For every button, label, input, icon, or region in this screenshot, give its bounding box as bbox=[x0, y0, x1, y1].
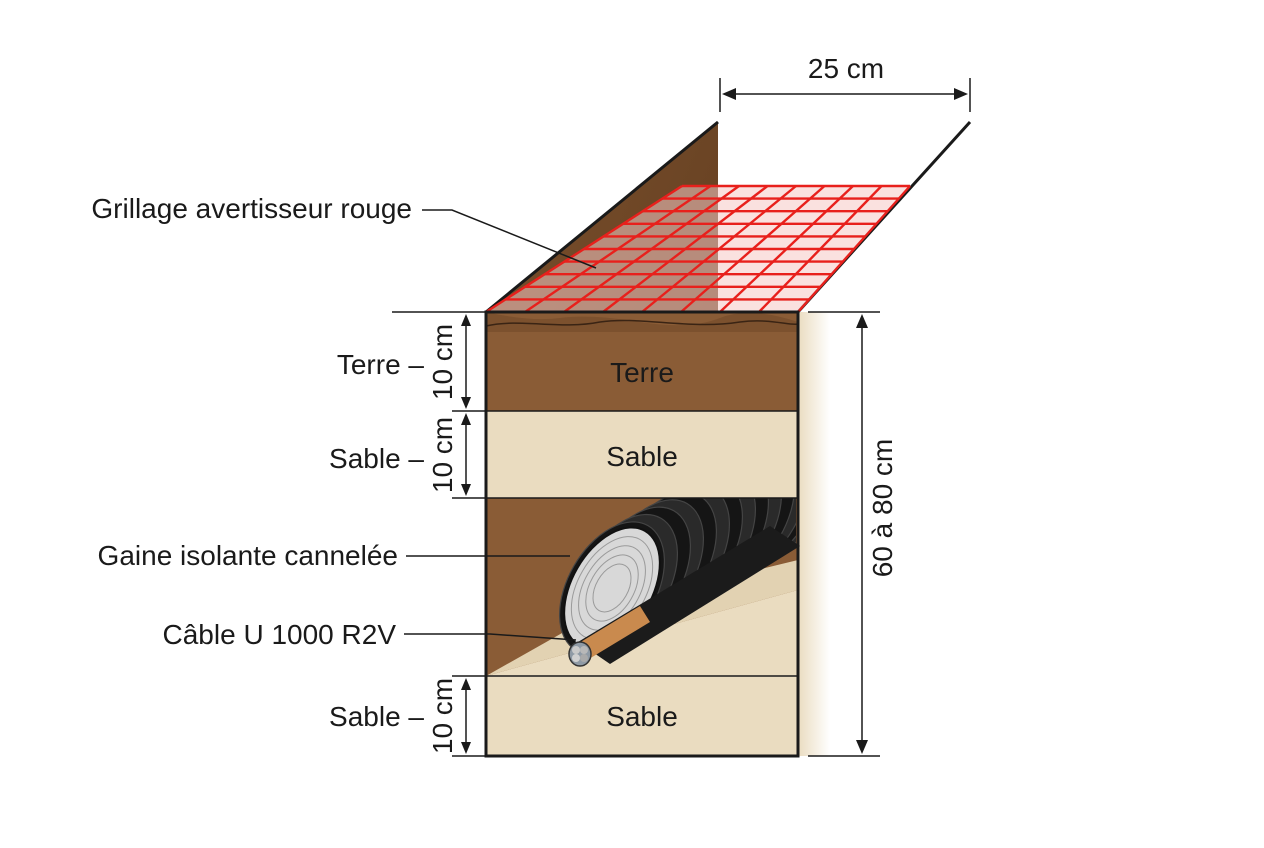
cable-u1000-r2v bbox=[568, 526, 800, 667]
height-label-terre: 10 cm bbox=[427, 324, 458, 400]
dimension-width: 25 cm bbox=[719, 53, 971, 112]
callout-leaders bbox=[404, 209, 597, 641]
grillage-line bbox=[602, 185, 769, 313]
dimension-depth: 60 à 80 cm bbox=[808, 311, 898, 757]
layer-sable-top bbox=[486, 411, 798, 498]
trench-outline bbox=[484, 310, 800, 758]
callout-terre: Terre – bbox=[337, 349, 425, 380]
grillage-line bbox=[485, 184, 683, 314]
grillage-line bbox=[797, 185, 911, 313]
dimension-left: 10 cm 10 cm 10 cm bbox=[392, 311, 486, 757]
callout-sable-bottom: Sable – bbox=[329, 701, 424, 732]
grillage-line bbox=[719, 185, 854, 313]
gaine-inner-ring bbox=[578, 545, 646, 631]
gaine-inner-ring bbox=[585, 554, 639, 622]
layer-sable-bottom bbox=[486, 676, 798, 756]
depth-label: 60 à 80 cm bbox=[867, 439, 898, 578]
grillage-line bbox=[758, 185, 883, 313]
grillage-line bbox=[680, 185, 826, 313]
callout-grillage: Grillage avertisseur rouge bbox=[91, 193, 412, 224]
height-label-sable-bottom: 10 cm bbox=[427, 678, 458, 754]
grillage-line bbox=[563, 185, 740, 313]
gaine-inner-ring bbox=[592, 563, 632, 613]
trench-side-shade bbox=[798, 312, 830, 756]
height-label-sable-top: 10 cm bbox=[427, 417, 458, 493]
callout-gaine: Gaine isolante cannelée bbox=[98, 540, 398, 571]
grillage-line bbox=[641, 185, 797, 313]
layer-label-sable-bottom: Sable bbox=[606, 701, 678, 732]
width-label: 25 cm bbox=[808, 53, 884, 84]
grillage-line bbox=[524, 185, 712, 313]
callout-cable: Câble U 1000 R2V bbox=[163, 619, 397, 650]
layer-terre bbox=[485, 312, 799, 411]
layer-label-sable-top: Sable bbox=[606, 441, 678, 472]
layer-label-terre: Terre bbox=[610, 357, 674, 388]
callout-sable-top: Sable – bbox=[329, 443, 424, 474]
